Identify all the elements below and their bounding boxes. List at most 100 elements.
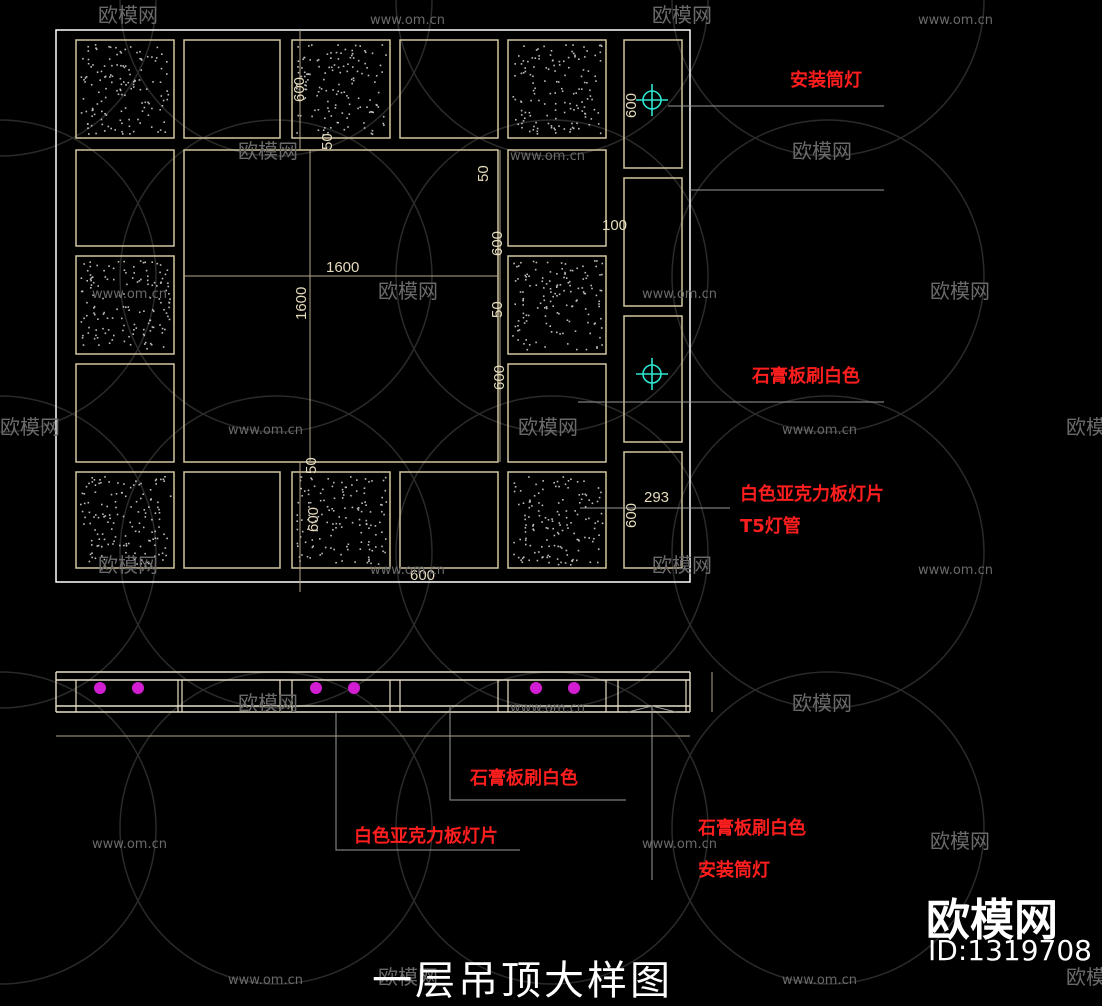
texture-dot [531,505,533,507]
texture-dot [535,121,537,124]
texture-dot [96,264,98,267]
texture-dot [556,510,559,513]
texture-dot [583,81,586,84]
texture-dot [556,286,558,288]
texture-dot [161,552,164,555]
texture-dot [581,101,583,103]
watermark-text: 欧模网 [930,279,990,303]
texture-dot [308,502,310,504]
texture-dot [158,526,160,528]
texture-dot [116,513,119,516]
texture-dot [91,477,93,479]
texture-dot [86,280,88,282]
texture-dot [109,76,111,78]
texture-dot [136,563,138,565]
texture-dot [586,82,588,84]
texture-dot [132,333,134,335]
texture-dot [580,498,583,501]
strip-panel [623,451,683,569]
texture-dot [163,121,165,123]
texture-dot [158,512,161,514]
texture-dot [546,114,548,117]
texture-dot [161,332,164,334]
texture-dot [319,538,321,540]
texture-dot [163,480,165,482]
texture-dot [358,518,361,521]
texture-dot [359,106,362,108]
texture-dot [305,88,308,91]
texture-dot [132,83,135,86]
texture-dot [522,291,524,293]
texture-dot [553,544,556,547]
texture-dot [136,281,139,283]
texture-dot [538,502,540,504]
texture-dot [111,339,114,341]
texture-dot [346,70,349,73]
texture-dot [554,292,556,295]
texture-dot [149,342,152,345]
texture-dot [93,312,95,314]
texture-dot [570,564,572,566]
fixture-icon [568,682,580,694]
texture-dot [151,326,154,328]
texture-dot [563,289,565,292]
texture-dot [572,127,575,130]
texture-dot [575,300,578,302]
texture-dot [82,334,84,337]
texture-dot [529,544,532,547]
texture-dot [100,100,103,103]
texture-dot [573,109,575,111]
texture-dot [577,539,580,541]
texture-dot [368,527,370,529]
texture-dot [584,116,587,118]
texture-dot [106,505,108,508]
texture-dot [100,118,103,121]
texture-dot [160,301,162,304]
texture-dot [139,88,142,91]
texture-dot [116,64,118,66]
ceiling-tile [75,363,175,463]
texture-dot [311,115,313,118]
texture-dot [517,320,520,322]
dim-lamp-tile-bottom: 600 [623,503,640,528]
texture-dot [601,522,604,525]
texture-dot [104,476,106,478]
texture-dot [523,322,526,324]
texture-dot [296,520,298,522]
texture-dot [340,553,342,556]
texture-dot [80,277,83,279]
texture-dot [558,513,560,516]
texture-dot [547,527,549,530]
watermark-url: www.om.cn [642,837,717,852]
texture-dot [143,509,146,511]
dim-top-gap: 50 [319,133,336,150]
texture-dot [92,109,94,111]
texture-dot [556,531,559,534]
texture-dot [576,559,578,562]
texture-dot [348,103,351,106]
watermark-url: www.om.cn [782,973,857,988]
texture-dot [326,505,329,508]
texture-dot [372,111,374,114]
texture-dot [542,480,544,482]
texture-dot [357,107,359,110]
texture-dot [80,76,83,78]
watermark-url: www.om.cn [782,423,857,438]
texture-dot [323,78,325,81]
texture-dot [514,280,517,282]
texture-dot [542,556,544,558]
texture-dot [101,123,104,126]
texture-dot [359,45,361,47]
texture-dot [589,89,591,92]
texture-dot [351,506,354,509]
texture-dot [125,551,127,554]
texture-dot [525,339,527,341]
texture-dot [549,54,552,56]
texture-dot [320,88,323,90]
texture-dot [303,71,306,74]
texture-dot [520,261,522,264]
texture-dot [537,492,540,494]
texture-dot [101,545,103,548]
texture-dot [164,328,166,331]
texture-dot [154,555,156,557]
